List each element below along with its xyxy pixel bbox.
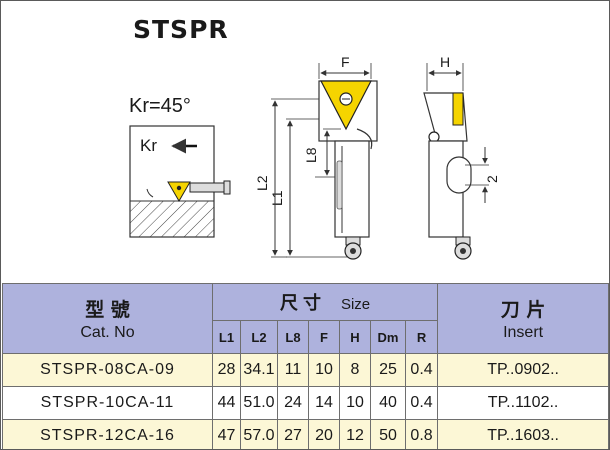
- insert-header: 刀 片 Insert: [437, 283, 609, 354]
- svg-text:L8: L8: [303, 147, 319, 163]
- table-row: STSPR-12CA-16 47 57.0 27 20 12 50 0.8 TP…: [2, 419, 609, 449]
- insert-small-icon: [167, 181, 191, 202]
- insert-side-view: [452, 92, 464, 126]
- tool-diagram: Kr: [129, 54, 500, 260]
- col-header-r: R: [404, 320, 439, 354]
- col-header-l1: L1: [212, 320, 241, 354]
- svg-text:2: 2: [484, 175, 500, 183]
- svg-text:L2: L2: [254, 175, 270, 191]
- kr-angle-label: Kr=45°: [129, 95, 191, 117]
- col-header-dm: Dm: [370, 320, 406, 354]
- table-row: STSPR-10CA-11 44 51.0 24 14 10 40 0.4 TP…: [2, 386, 609, 420]
- cat-no-header: 型 號 Cat. No: [2, 283, 213, 354]
- col-header-f: F: [308, 320, 340, 354]
- product-title: STSPR: [133, 15, 229, 44]
- side-view: H 2: [423, 54, 500, 260]
- svg-text:L1: L1: [269, 190, 285, 206]
- workpiece-schematic: Kr: [129, 125, 231, 238]
- col-header-l2: L2: [240, 320, 278, 354]
- svg-text:F: F: [341, 54, 350, 70]
- col-header-l8: L8: [277, 320, 309, 354]
- table-row: STSPR-08CA-09 28 34.1 11 10 8 25 0.4 TP.…: [2, 353, 609, 387]
- coolant-hole: [446, 156, 472, 194]
- angle-arc: [146, 188, 154, 198]
- col-header-h: H: [339, 320, 371, 354]
- top-view: F L8 L1 L2: [254, 54, 378, 260]
- svg-text:H: H: [440, 54, 450, 70]
- kr-direction-label: Kr: [140, 136, 157, 155]
